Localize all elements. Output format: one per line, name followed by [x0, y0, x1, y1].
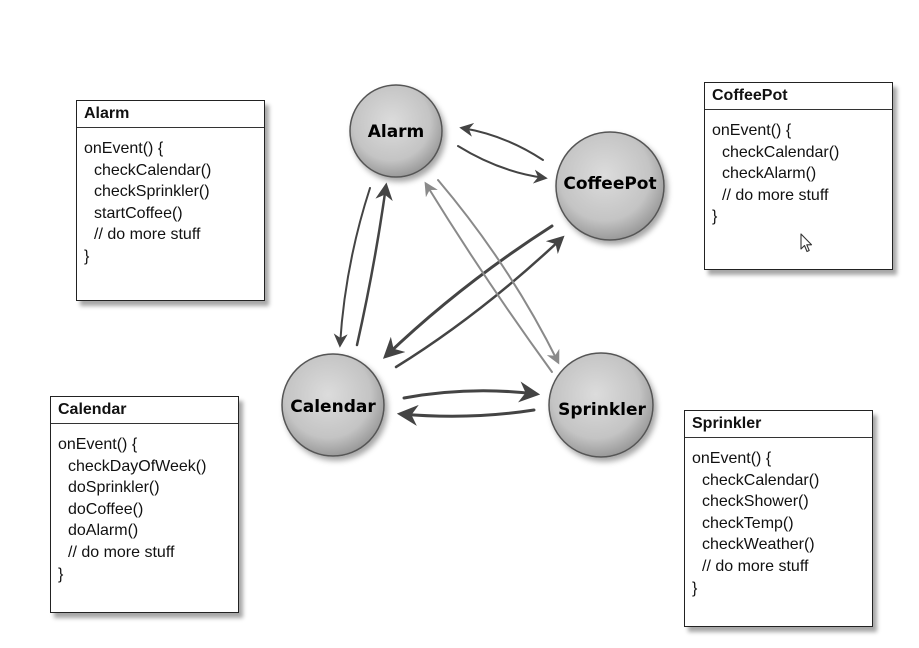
node-sprinkler: Sprinkler	[548, 352, 654, 458]
code-line: startCoffee()	[94, 204, 183, 222]
arrow-sprinkler-to-calendar	[396, 404, 536, 426]
code-line: }	[58, 565, 64, 583]
code-line: // do more stuff	[94, 226, 201, 244]
code-line: onEvent() {	[58, 436, 138, 453]
calendar-card-body: onEvent() { checkDayOfWeek() doSprinkler…	[51, 424, 238, 589]
sprinkler-card-title: Sprinkler	[685, 411, 872, 438]
calendar-card: Calendar onEvent() { checkDayOfWeek() do…	[50, 396, 239, 613]
code-line: // do more stuff	[702, 557, 809, 575]
alarm-card: Alarm onEvent() { checkCalendar() checkS…	[76, 100, 265, 301]
node-calendar-label: Calendar	[290, 397, 376, 417]
alarm-card-title: Alarm	[77, 101, 264, 128]
code-line: doSprinkler()	[68, 479, 160, 497]
code-line: checkCalendar()	[94, 161, 212, 179]
node-alarm-label: Alarm	[368, 122, 425, 142]
mouse-pointer-icon	[800, 233, 813, 253]
code-line: onEvent() {	[712, 122, 792, 139]
code-line: checkCalendar()	[702, 471, 820, 489]
node-calendar: Calendar	[281, 353, 385, 457]
code-line: onEvent() {	[692, 450, 772, 467]
coffeepot-card: CoffeePot onEvent() { checkCalendar() ch…	[704, 82, 893, 270]
code-line: }	[712, 208, 718, 226]
code-line: checkAlarm()	[722, 165, 817, 183]
arrow-calendar-to-coffeepot	[394, 235, 565, 369]
code-line: checkTemp()	[702, 514, 794, 532]
code-line: // do more stuff	[722, 186, 829, 204]
arrow-coffeepot-to-calendar	[382, 224, 554, 359]
arrow-calendar-to-sprinkler	[402, 381, 541, 403]
sprinkler-card-body: onEvent() { checkCalendar() checkShower(…	[685, 438, 872, 603]
calendar-card-title: Calendar	[51, 397, 238, 424]
code-line: doCoffee()	[68, 500, 144, 518]
node-coffeepot-label: CoffeePot	[563, 174, 656, 194]
node-alarm: Alarm	[349, 84, 443, 178]
coffeepot-card-title: CoffeePot	[705, 83, 892, 110]
arrow-alarm-to-coffeepot	[457, 145, 548, 184]
code-line: checkCalendar()	[722, 143, 840, 161]
node-coffeepot: CoffeePot	[555, 131, 665, 241]
code-line: }	[84, 247, 90, 265]
code-line: checkWeather()	[702, 536, 815, 554]
code-line: // do more stuff	[68, 543, 175, 561]
coffeepot-card-body: onEvent() { checkCalendar() checkAlarm()…	[705, 110, 892, 232]
alarm-card-body: onEvent() { checkCalendar() checkSprinkl…	[77, 128, 264, 272]
code-line: checkDayOfWeek()	[68, 457, 207, 475]
code-line: }	[692, 579, 698, 597]
code-line: doAlarm()	[68, 522, 139, 540]
node-sprinkler-label: Sprinkler	[558, 400, 646, 420]
arrow-alarm-to-sprinkler	[437, 179, 560, 365]
arrow-calendar-to-alarm	[355, 182, 393, 347]
arrow-alarm-to-calendar	[333, 187, 371, 348]
code-line: checkSprinkler()	[94, 183, 210, 201]
sprinkler-card: Sprinkler onEvent() { checkCalendar() ch…	[684, 410, 873, 627]
arrow-coffeepot-to-alarm	[459, 122, 544, 161]
code-line: onEvent() {	[84, 140, 164, 157]
code-line: checkShower()	[702, 493, 809, 511]
arrow-sprinkler-to-alarm	[424, 181, 553, 373]
